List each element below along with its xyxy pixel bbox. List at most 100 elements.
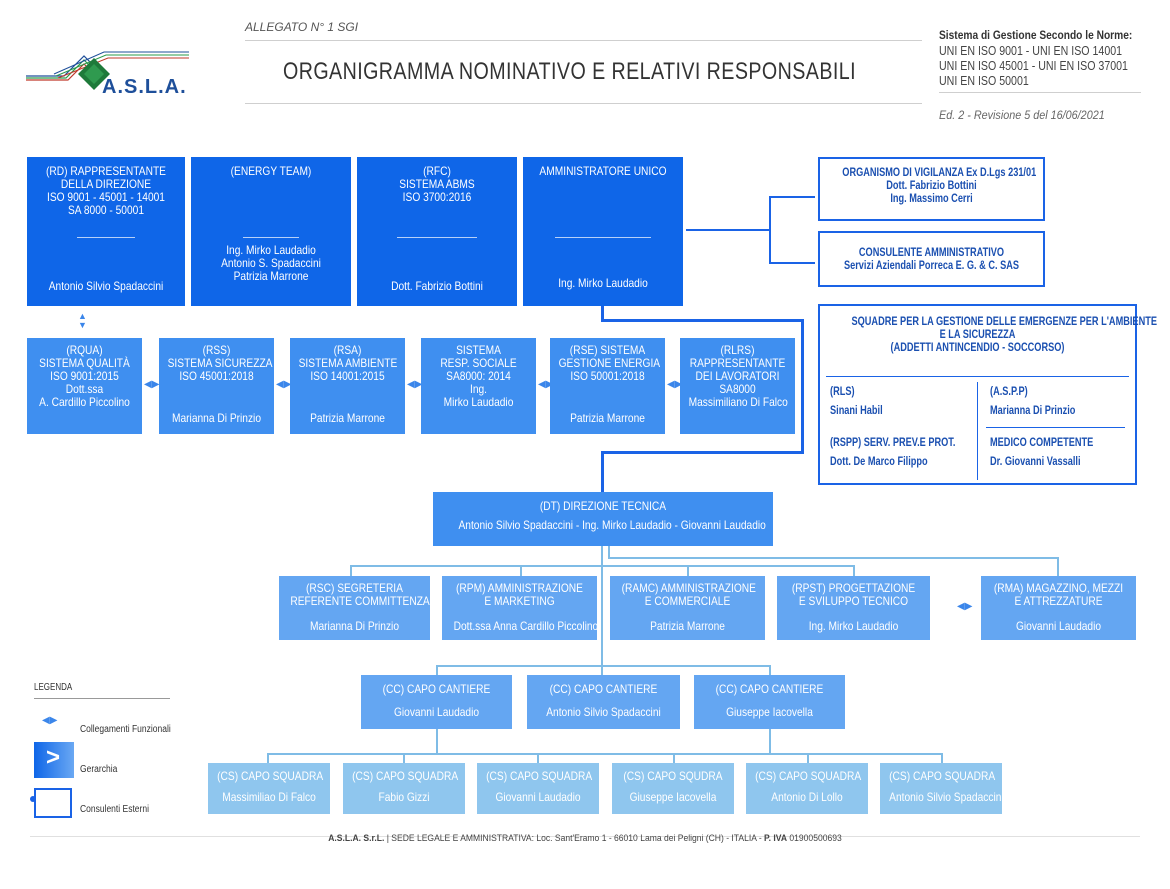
header-divider-top: [245, 40, 922, 41]
department-name: Marianna Di Prinzio: [309, 619, 400, 633]
squadre-cell: (RLS) Sinani Habil: [830, 386, 896, 418]
external-consultant-icon: [34, 788, 72, 818]
hierarchy-line: [601, 319, 804, 322]
functional-link-vertical-icon: ▲▼: [78, 311, 87, 330]
department-box[interactable]: (RPST) PROGETTAZIONE E SVILUPPO TECNICO …: [777, 576, 930, 640]
capo-squadra-box[interactable]: (CS) CAPO SQUADRA Fabio Gizzi: [343, 763, 465, 814]
hierarchy-line: [350, 565, 855, 567]
odv-name: Ing. Massimo Cerri: [890, 193, 973, 205]
dt-names: Antonio Silvio Spadaccini - Ing. Mirko L…: [458, 518, 766, 532]
system-line: (RSS): [202, 343, 231, 357]
system-line: (RSE) SISTEMA: [569, 343, 646, 357]
amministratore-box[interactable]: AMMINISTRATORE UNICO Ing. Mirko Laudadio: [523, 157, 683, 306]
squadre-cell: (RSPP) SERV. PREV.E PROT. Dott. De Marco…: [830, 437, 987, 469]
hierarchy-line: [673, 753, 675, 763]
system-line: DEI LAVORATORI: [695, 369, 780, 383]
energy-team-name: Ing. Mirko Laudadio: [226, 243, 316, 257]
system-name: Patrizia Marrone: [570, 411, 645, 425]
capo-squadra-box[interactable]: (CS) CAPO SQUADRA Antonio Di Lollo: [746, 763, 868, 814]
system-line: (RSA): [333, 343, 362, 357]
system-name: Marianna Di Prinzio: [171, 411, 262, 425]
department-box[interactable]: (RAMC) AMMINISTRAZIONE E COMMERCIALE Pat…: [610, 576, 765, 640]
department-line: (RAMC) AMMINISTRAZIONE: [621, 581, 756, 595]
system-line: ISO 45001:2018: [179, 369, 254, 383]
odv-box[interactable]: ORGANISMO DI VIGILANZA Ex D.Lgs 231/01 D…: [818, 157, 1045, 221]
squadre-name: Dott. De Marco Filippo: [830, 456, 928, 468]
capo-cantiere-name: Giovanni Laudadio: [393, 705, 480, 719]
hierarchy-line: [403, 753, 405, 763]
hierarchy-line: [801, 319, 804, 453]
squadre-name: Dr. Giovanni Vassalli: [990, 456, 1081, 468]
department-name: Patrizia Marrone: [650, 619, 725, 633]
capo-squadra-title: (CS) CAPO SQUADRA: [486, 769, 593, 783]
capo-squadra-box[interactable]: (CS) CAPO SQUDRA Giuseppe Iacovella: [612, 763, 734, 814]
system-line: Ing.: [469, 382, 487, 396]
department-name: Dott.ssa Anna Cardillo Piccolino: [453, 619, 599, 633]
system-box[interactable]: (RQUA) SISTEMA QUALITÀ ISO 9001:2015 Dot…: [27, 338, 142, 434]
squadre-name: Marianna Di Prinzio: [990, 405, 1076, 417]
rd-line: ISO 9001 - 45001 - 14001: [47, 190, 165, 204]
allegato-label: ALLEGATO N° 1 SGI: [245, 20, 359, 34]
system-box[interactable]: SISTEMA RESP. SOCIALE SA8000: 2014 Ing. …: [421, 338, 536, 434]
page-title: ORGANIGRAMMA NOMINATIVO E RELATIVI RESPO…: [283, 58, 856, 85]
rd-name: Antonio Silvio Spadaccini: [48, 279, 164, 293]
system-line: SA8000: 2014: [446, 369, 511, 383]
squadre-name: Sinani Habil: [830, 405, 883, 417]
footer-address: SEDE LEGALE E AMMINISTRATIVA: Loc. Sant'…: [391, 833, 762, 844]
consulente-box[interactable]: CONSULENTE AMMINISTRATIVO Servizi Aziend…: [818, 231, 1045, 287]
system-box[interactable]: (RSS) SISTEMA SICUREZZA ISO 45001:2018 M…: [159, 338, 274, 434]
capo-squadra-title: (CS) CAPO SQUADRA: [217, 769, 324, 783]
external-line: [769, 196, 815, 198]
department-line: E SVILUPPO TECNICO: [798, 594, 909, 608]
capo-cantiere-box[interactable]: (CC) CAPO CANTIERE Giovanni Laudadio: [361, 675, 512, 729]
hierarchy-line: [1057, 557, 1059, 576]
department-box[interactable]: (RSC) SEGRETERIA REFERENTE COMMITTENZA M…: [279, 576, 430, 640]
department-box[interactable]: (RMA) MAGAZZINO, MEZZI E ATTREZZATURE Gi…: [981, 576, 1136, 640]
hierarchy-line: [350, 565, 352, 576]
system-box[interactable]: (RSA) SISTEMA AMBIENTE ISO 14001:2015 Pa…: [290, 338, 405, 434]
squadre-box[interactable]: SQUADRE PER LA GESTIONE DELLE EMERGENZE …: [818, 304, 1157, 485]
squadre-role: MEDICO COMPETENTE: [990, 437, 1094, 449]
hierarchy-line: [537, 753, 539, 763]
squadre-role: (RSPP) SERV. PREV.E PROT.: [830, 437, 956, 449]
system-line: SISTEMA AMBIENTE: [298, 356, 398, 370]
hierarchy-line: [853, 565, 855, 576]
external-line: [769, 262, 815, 264]
department-line: REFERENTE COMMITTENZA: [290, 594, 430, 608]
squadre-role: (A.S.P.P): [990, 386, 1028, 398]
capo-cantiere-title: (CC) CAPO CANTIERE: [382, 682, 491, 696]
capo-cantiere-box[interactable]: (CC) CAPO CANTIERE Antonio Silvio Spadac…: [527, 675, 680, 729]
hierarchy-line: [687, 565, 689, 576]
capo-cantiere-title: (CC) CAPO CANTIERE: [715, 682, 824, 696]
energy-team-box[interactable]: (ENERGY TEAM) Ing. Mirko Laudadio Antoni…: [191, 157, 351, 306]
capo-squadra-box[interactable]: (CS) CAPO SQUADRA Antonio Silvio Spadacc…: [880, 763, 1004, 814]
rd-line: (RD) RAPPRESENTANTE: [46, 164, 166, 178]
system-line: Mirko Laudadio: [443, 395, 514, 409]
system-box[interactable]: (RSE) SISTEMA GESTIONE ENERGIA ISO 50001…: [550, 338, 665, 434]
rd-box[interactable]: (RD) RAPPRESENTANTE DELLA DIREZIONE ISO …: [27, 157, 185, 306]
capo-cantiere-box[interactable]: (CC) CAPO CANTIERE Giuseppe Iacovella: [694, 675, 845, 729]
consulente-title: CONSULENTE AMMINISTRATIVO: [858, 247, 1005, 259]
system-box[interactable]: (RLRS) RAPPRESENTANTE DEI LAVORATORI SA8…: [680, 338, 795, 434]
capo-squadra-box[interactable]: (CS) CAPO SQUADRA Giovanni Laudadio: [477, 763, 599, 814]
hierarchy-line: [769, 729, 771, 755]
amministratore-name: Ing. Mirko Laudadio: [558, 276, 648, 290]
capo-squadra-title: (CS) CAPO SQUADRA: [755, 769, 862, 783]
rd-line: DELLA DIREZIONE: [60, 177, 152, 191]
capo-squadra-box[interactable]: (CS) CAPO SQUADRA Massimiliao Di Falco: [208, 763, 330, 814]
squadre-role: (RLS): [830, 386, 855, 398]
legend-label: Consulenti Esterni: [80, 804, 149, 815]
rfc-box[interactable]: (RFC) SISTEMA ABMS ISO 3700:2016 Dott. F…: [357, 157, 517, 306]
hierarchy-line: [520, 565, 522, 576]
capo-squadra-title: (CS) CAPO SQUADRA: [352, 769, 459, 783]
department-line: E ATTREZZATURE: [1014, 594, 1103, 608]
norme-heading: Sistema di Gestione Secondo le Norme:: [939, 28, 1133, 42]
system-name: Patrizia Marrone: [310, 411, 385, 425]
energy-team-name: Patrizia Marrone: [233, 269, 309, 283]
footer-company: A.S.L.A. S.r.L.: [328, 833, 385, 844]
hierarchy-line: [769, 665, 771, 676]
capo-cantiere-title: (CC) CAPO CANTIERE: [549, 682, 658, 696]
dt-box[interactable]: (DT) DIREZIONE TECNICA Antonio Silvio Sp…: [433, 492, 773, 546]
department-box[interactable]: (RPM) AMMINISTRAZIONE E MARKETING Dott.s…: [442, 576, 599, 640]
department-name: Giovanni Laudadio: [1015, 619, 1102, 633]
